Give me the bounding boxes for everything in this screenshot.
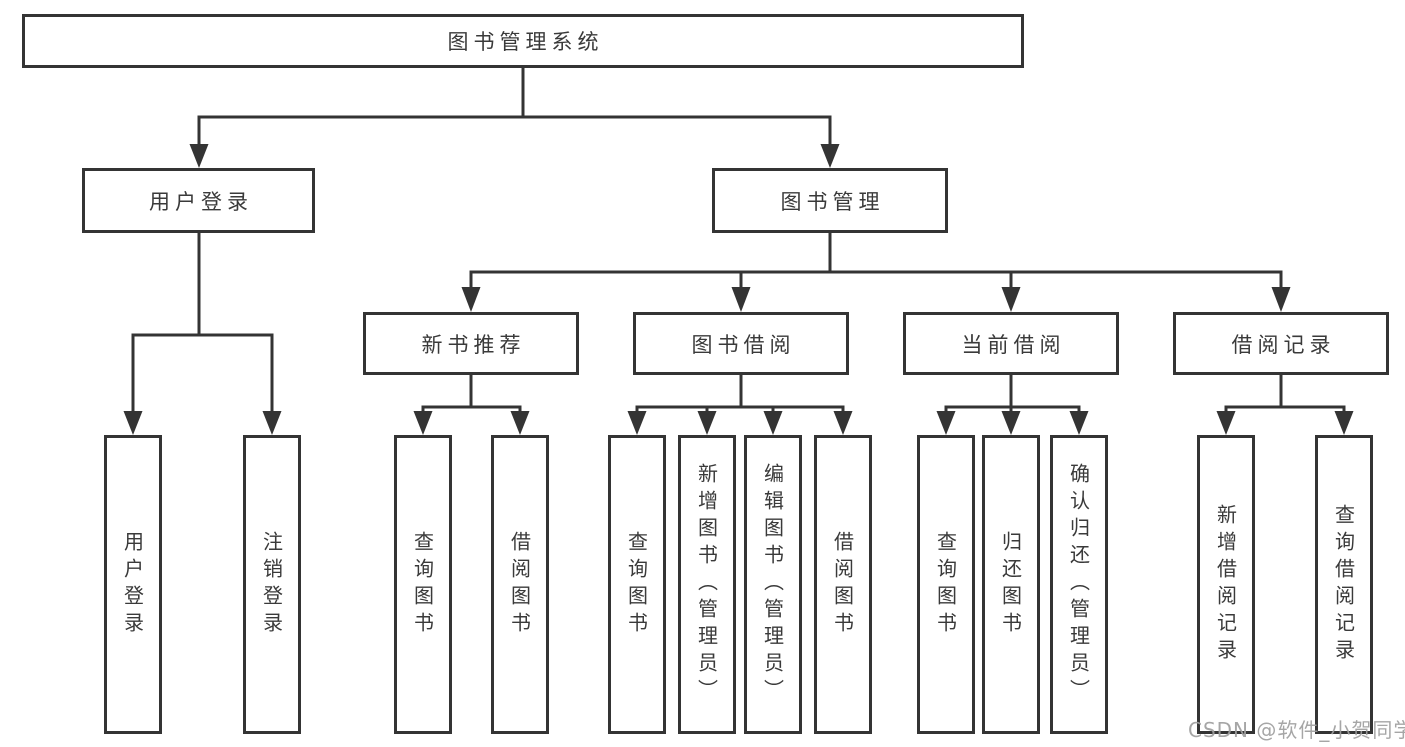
leaf-return-books: 归还图书 [982, 435, 1040, 734]
leaf-query-books-recommend: 查询图书 [394, 435, 452, 734]
node-borrow-records: 借阅记录 [1173, 312, 1389, 375]
node-new-book-recommend: 新书推荐 [363, 312, 579, 375]
leaf-edit-books-admin: 编辑图书（管理员） [744, 435, 802, 734]
edge-current-to-leaves [936, 375, 1089, 435]
edge-userlogin-to-leaves [123, 233, 282, 435]
leaf-query-borrow-record: 查询借阅记录 [1315, 435, 1373, 734]
node-book-management: 图书管理 [712, 168, 948, 233]
edge-bookmgmt-to-level3 [461, 233, 1291, 312]
edge-records-to-leaves [1216, 375, 1354, 435]
csdn-watermark: CSDN @软件_小贺同学 [1188, 718, 1405, 742]
node-current-borrowing: 当前借阅 [903, 312, 1119, 375]
leaf-borrow-books: 借阅图书 [814, 435, 872, 734]
leaf-borrow-books-recommend: 借阅图书 [491, 435, 549, 734]
leaf-query-books-borrowing: 查询图书 [608, 435, 666, 734]
edge-root-to-level2 [189, 68, 840, 168]
leaf-confirm-return-admin: 确认归还（管理员） [1050, 435, 1108, 734]
node-library-system: 图书管理系统 [22, 14, 1024, 68]
leaf-logout: 注销登录 [243, 435, 301, 734]
leaf-add-books-admin: 新增图书（管理员） [678, 435, 736, 734]
node-user-login: 用户登录 [82, 168, 315, 233]
leaf-add-borrow-record: 新增借阅记录 [1197, 435, 1255, 734]
leaf-user-login: 用户登录 [104, 435, 162, 734]
leaf-query-books-current: 查询图书 [917, 435, 975, 734]
edge-newbooks-to-leaves [413, 375, 530, 435]
node-book-borrowing: 图书借阅 [633, 312, 849, 375]
edge-borrowing-to-leaves [627, 375, 853, 435]
